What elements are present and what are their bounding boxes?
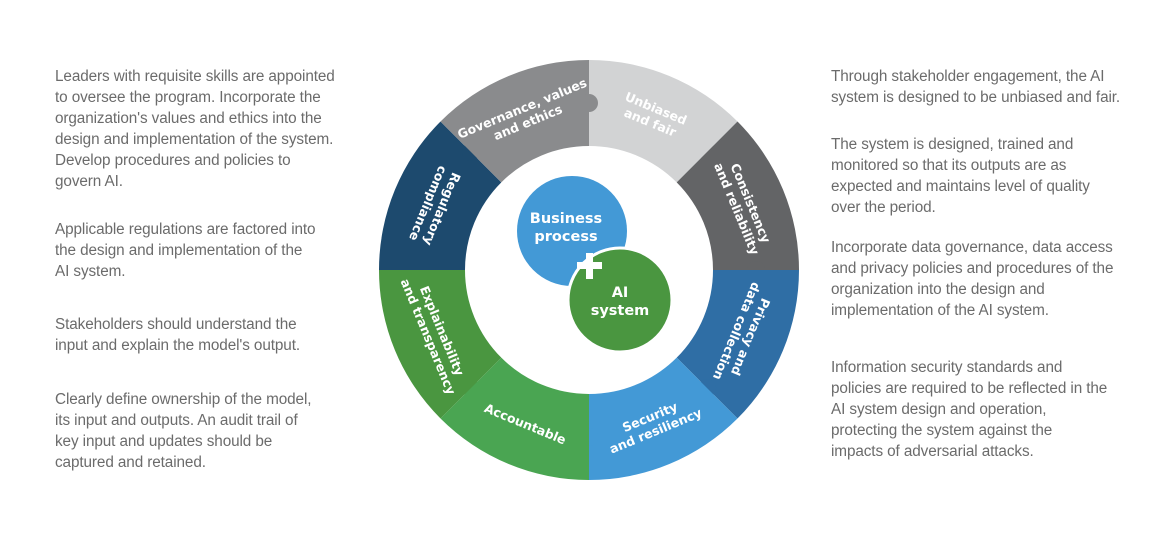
business-label-line1: Business <box>530 211 602 227</box>
ai-label-line1: AI <box>612 285 629 301</box>
description-security: Information security standards and polic… <box>831 359 1108 460</box>
segment-explainability <box>379 270 502 419</box>
description-regulatory: Applicable regulations are factored into… <box>55 221 316 280</box>
puzzle-knob-governance <box>580 94 598 112</box>
description-explainability: Stakeholders should understand the input… <box>55 316 300 354</box>
description-accountable: Clearly define ownership of the model, i… <box>55 391 312 471</box>
segment-consistency <box>676 121 799 271</box>
center-circles: Business process AI system <box>517 176 674 354</box>
ai-system-circle <box>566 246 674 354</box>
description-governance: Leaders with requisite skills are appoin… <box>55 68 335 190</box>
business-label-line2: process <box>534 229 597 245</box>
plus-icon <box>577 253 602 279</box>
description-privacy: Incorporate data governance, data access… <box>831 239 1114 319</box>
description-unbiased: Through stakeholder engagement, the AI s… <box>831 68 1121 106</box>
segment-governance <box>440 60 589 183</box>
description-consistency: The system is designed, trained and moni… <box>831 136 1090 216</box>
segment-security <box>589 357 738 480</box>
ai-label-line2: system <box>591 303 650 319</box>
